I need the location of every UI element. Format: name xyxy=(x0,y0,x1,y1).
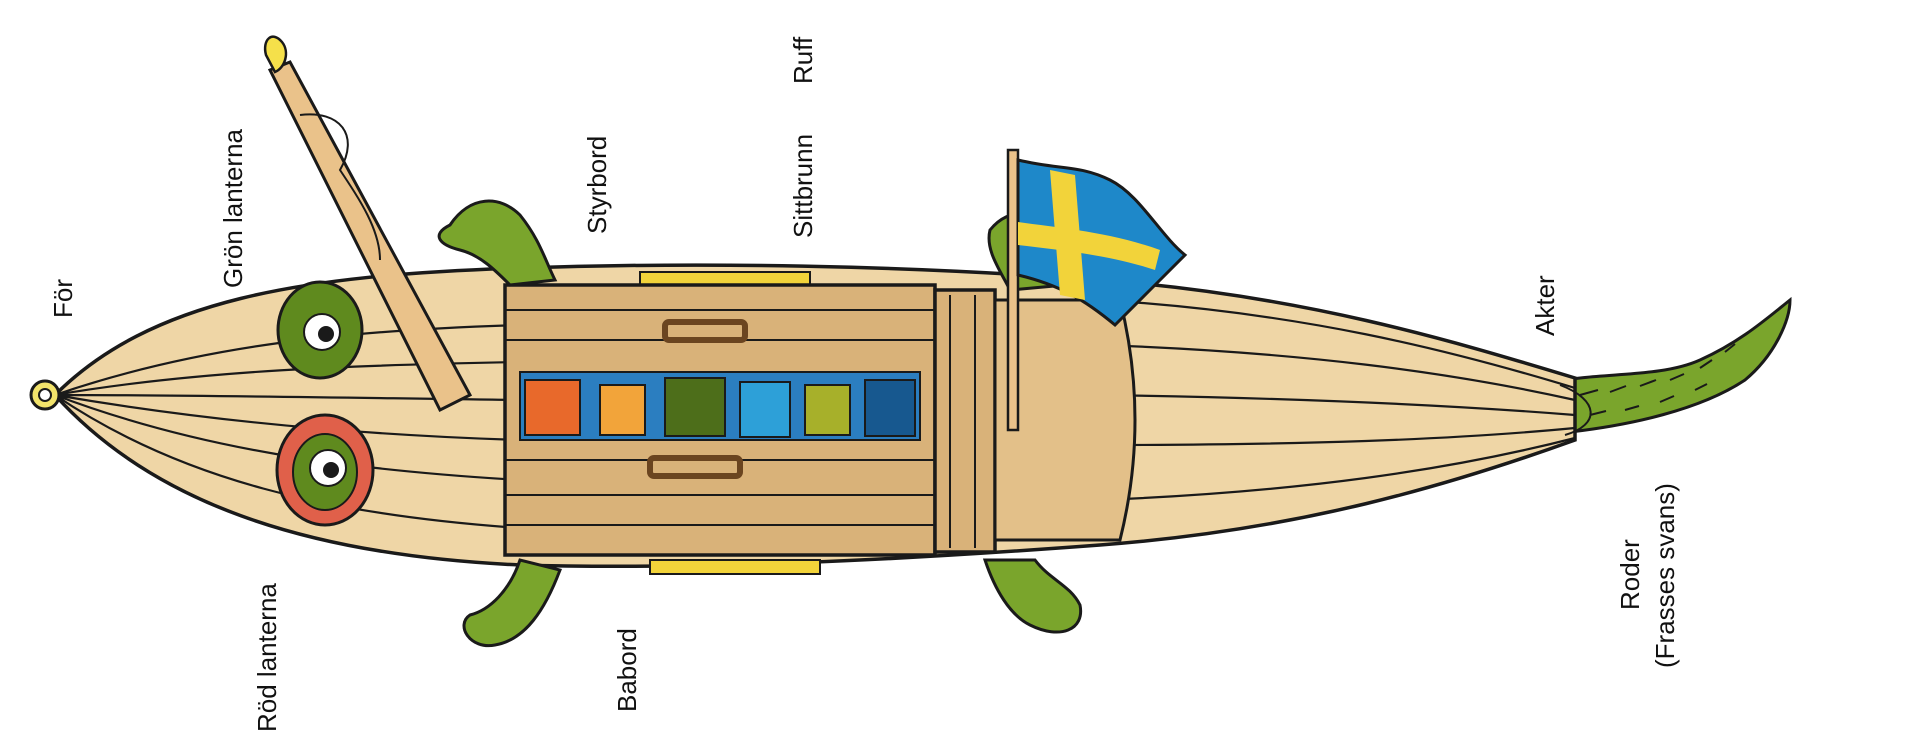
label-cockpit: Sittbrunn xyxy=(788,133,818,238)
bow-ring xyxy=(29,379,61,411)
swedish-flag xyxy=(1006,148,1188,432)
green-lantern xyxy=(276,280,364,380)
label-rudder-subtitle: (Frasses svans) xyxy=(1650,483,1680,668)
deck-strip-port xyxy=(649,559,821,575)
red-lantern xyxy=(275,413,375,527)
label-starboard: Styrbord xyxy=(582,135,612,234)
label-bow: För xyxy=(48,279,78,318)
label-rudder: Roder xyxy=(1615,539,1645,610)
cabin-box xyxy=(503,283,1137,557)
label-green-lantern: Grön lanterna xyxy=(218,129,248,288)
label-port: Babord xyxy=(612,628,642,712)
rudder-tail xyxy=(1553,296,1792,434)
label-red-lantern: Röd lanterna xyxy=(252,583,282,732)
label-cabin: Ruff xyxy=(788,36,818,84)
bowsprit xyxy=(263,35,473,413)
label-stern: Akter xyxy=(1530,275,1560,336)
